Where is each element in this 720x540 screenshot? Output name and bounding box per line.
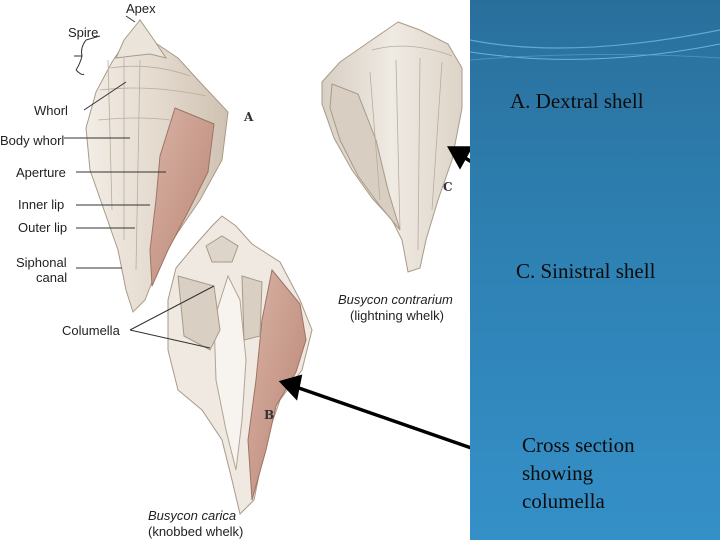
caption-carica: Busycon carica (knobbed whelk) [148, 508, 243, 540]
info-panel: A. Dextral shell C. Sinistral shell Cros… [470, 0, 720, 540]
shell-a-aperture [149, 107, 215, 287]
shell-c-body [321, 21, 463, 273]
label-inner-lip: Inner lip [18, 197, 65, 212]
shell-a-spire [115, 19, 168, 59]
shell-c-sinistral [321, 21, 463, 273]
text-sinistral: C. Sinistral shell [516, 259, 656, 283]
caption-contrarium-species: Busycon contrarium [338, 292, 453, 307]
label-canal: canal [36, 270, 68, 285]
text-cross-section-1: Cross section [522, 433, 635, 457]
letter-b: B [264, 408, 275, 422]
label-body-whorl: Body whorl [0, 133, 65, 148]
text-cross-section-2: showing [522, 461, 594, 485]
label-spire: Spire [68, 25, 99, 40]
shell-b-cross-section [167, 215, 313, 515]
shell-a-dextral [85, 19, 229, 313]
caption-carica-common: (knobbed whelk) [148, 524, 244, 539]
letter-c: C [443, 180, 453, 194]
caption-carica-species: Busycon carica [148, 508, 237, 523]
label-apex: Apex [126, 1, 156, 16]
label-columella: Columella [62, 323, 120, 338]
shell-b-aperture [247, 268, 307, 501]
caption-contrarium: Busycon contrarium (lightning whelk) [338, 292, 453, 324]
caption-contrarium-common: (lightning whelk) [350, 308, 444, 323]
shell-c-aperture [329, 83, 401, 231]
label-whorl: Whorl [34, 103, 68, 118]
leader-lines [64, 15, 215, 349]
spire-bracket [74, 35, 101, 75]
label-aperture: Aperture [16, 165, 66, 180]
label-siphonal: Siphonal [16, 255, 67, 270]
text-dextral: A. Dextral shell [510, 89, 644, 113]
text-cross-section-3: columella [522, 489, 605, 513]
letter-a: A [244, 110, 254, 124]
panel-swooshes [470, 29, 720, 61]
arrow-to-shell-b [295, 385, 501, 460]
label-outer-lip: Outer lip [18, 220, 68, 235]
